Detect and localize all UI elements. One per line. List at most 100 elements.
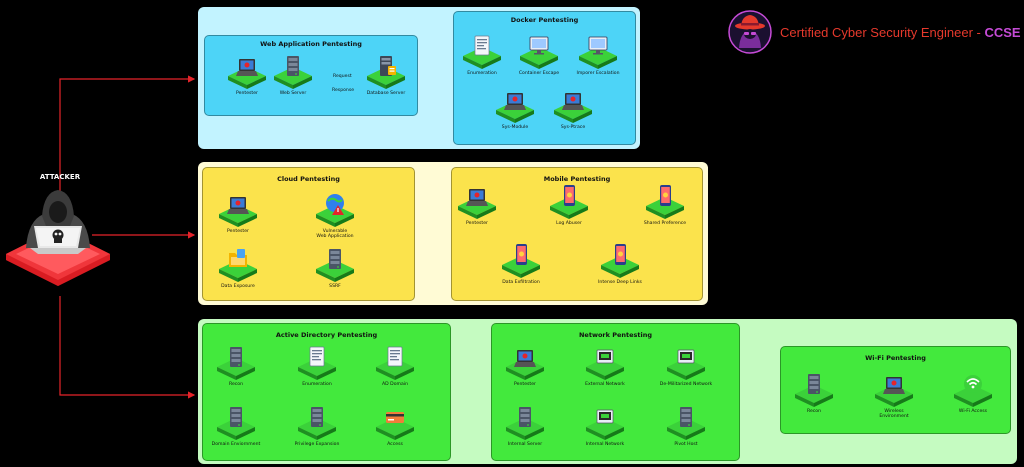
platform-tile: [519, 45, 559, 69]
platform-tile: [585, 356, 625, 380]
server-icon: [674, 404, 698, 430]
network-node-pivot-host: Pivot Host: [654, 404, 718, 456]
brand-header: Certified Cyber Security Engineer - CCSE: [728, 10, 1021, 54]
ad-node-enumeration: Enumeration: [285, 344, 349, 396]
database-icon: [374, 53, 398, 79]
node-label: Wi-Fi Access: [958, 409, 988, 414]
attacker-label: ATTACKER: [39, 173, 81, 181]
response-label: Response: [332, 88, 355, 93]
brand-acronym: CCSE: [984, 25, 1021, 40]
docker-panel: Docker Pentesting: [453, 11, 636, 145]
server-icon: [281, 53, 305, 79]
phone-icon: [557, 183, 581, 209]
cloud-node-pentester: Pentester: [206, 191, 270, 243]
web-app-title: Web Application Pentesting: [260, 40, 362, 48]
mobile-node-shared-preference: Shared Preference: [633, 183, 697, 235]
platform-tile: [375, 356, 415, 380]
node-label: Intense Deep Links: [598, 280, 642, 285]
server-icon: [323, 246, 347, 272]
card-icon: [383, 404, 407, 430]
node-label: Internal Network: [585, 442, 625, 447]
mobile-title: Mobile Pentesting: [543, 175, 611, 183]
docker-title: Docker Pentesting: [510, 16, 579, 24]
node-label: Recon: [806, 409, 822, 414]
ad-node-access: Access: [363, 404, 427, 456]
node-label: Pentester: [227, 229, 249, 234]
laptop-icon: [226, 191, 250, 217]
web-node-pentester: Pentester: [215, 53, 279, 105]
wifi-icon: [961, 371, 985, 397]
node-label: Sys-Ptrace: [560, 125, 586, 130]
platform-tile: [666, 356, 706, 380]
wifi-node-recon: Recon: [782, 371, 846, 423]
node-label: Access: [387, 442, 403, 447]
phone-icon: [653, 183, 677, 209]
monitor-icon: [527, 33, 551, 59]
network-node-internal-network: Internal Network: [573, 404, 637, 456]
attacker-figure: [4, 186, 112, 292]
node-label: Enumeration: [302, 382, 332, 387]
docker-node-sys-ptrace: Sys-Ptrace: [541, 87, 605, 139]
hacker-logo-icon: [728, 10, 772, 54]
mobile-node-pentester: Pentester: [445, 183, 509, 235]
network-title: Network Pentesting: [578, 331, 653, 339]
network-node-internal-server: Internal Server: [493, 404, 557, 456]
node-label: Log Abuser: [556, 221, 582, 226]
platform-tile: [578, 45, 618, 69]
connector-line: [59, 75, 196, 236]
platform-tile: [794, 383, 834, 407]
node-label: Recon: [228, 382, 244, 387]
connector-line: [59, 296, 196, 399]
cloud-node-ssrf: SSRF: [303, 246, 367, 298]
server-icon: [802, 371, 826, 397]
monitor-icon: [586, 33, 610, 59]
node-label: AD Domain: [382, 382, 408, 387]
mobile-node-data-exfiltration: Data Exfiltration: [489, 242, 553, 294]
phone-icon: [509, 242, 533, 268]
mobile-node-intense-deep-links: Intense Deep Links: [588, 242, 652, 294]
doc-icon: [305, 344, 329, 370]
brand-title-text: Certified Cyber Security Engineer -: [780, 25, 985, 40]
network-icon: [593, 344, 617, 370]
node-label: Enumeration: [467, 71, 497, 76]
hacker-icon: [6, 190, 110, 286]
node-label: Sys-Module: [501, 125, 529, 130]
node-label: Pentester: [514, 382, 536, 387]
ad-node-privilege-expansion: Privilege Expansion: [285, 404, 349, 456]
platform-tile: [585, 416, 625, 440]
brand-title: Certified Cyber Security Engineer - CCSE: [780, 25, 1021, 40]
network-icon: [593, 404, 617, 430]
node-label: Web Server: [279, 91, 307, 96]
laptop-icon: [561, 87, 585, 113]
node-label: Pentester: [466, 221, 488, 226]
node-label: Shared Preference: [643, 221, 687, 226]
laptop-icon: [465, 183, 489, 209]
node-label: Imporer Escalation: [576, 71, 620, 76]
wifi-node-wi-fi-access: Wi-Fi Access: [941, 371, 1005, 423]
node-label: Privilege Expansion: [294, 442, 340, 447]
node-label: SSRF: [329, 284, 341, 289]
server-icon: [305, 404, 329, 430]
node-label: De-Militarized Network: [659, 382, 713, 387]
ad-panel: Active Directory Pentesting: [202, 323, 451, 461]
doc-icon: [383, 344, 407, 370]
node-label: Data Exfiltration: [502, 280, 540, 285]
node-label: Database Server: [366, 91, 406, 96]
laptop-icon: [235, 53, 259, 79]
docker-node-sys-module: Sys-Module: [483, 87, 547, 139]
laptop-icon: [513, 344, 537, 370]
node-label: External Network: [585, 382, 625, 387]
server-icon: [224, 344, 248, 370]
ad-title: Active Directory Pentesting: [275, 331, 378, 339]
node-label: Domain Enviornment: [211, 442, 261, 447]
folder-icon: [226, 246, 250, 272]
wifi-title: Wi-Fi Pentesting: [865, 354, 926, 362]
server-icon: [224, 404, 248, 430]
web-node-database-server: Database Server: [354, 53, 418, 105]
network-icon: [674, 344, 698, 370]
node-label: Internal Server: [507, 442, 543, 447]
docker-node-container-escape: Container Escape: [507, 33, 571, 85]
